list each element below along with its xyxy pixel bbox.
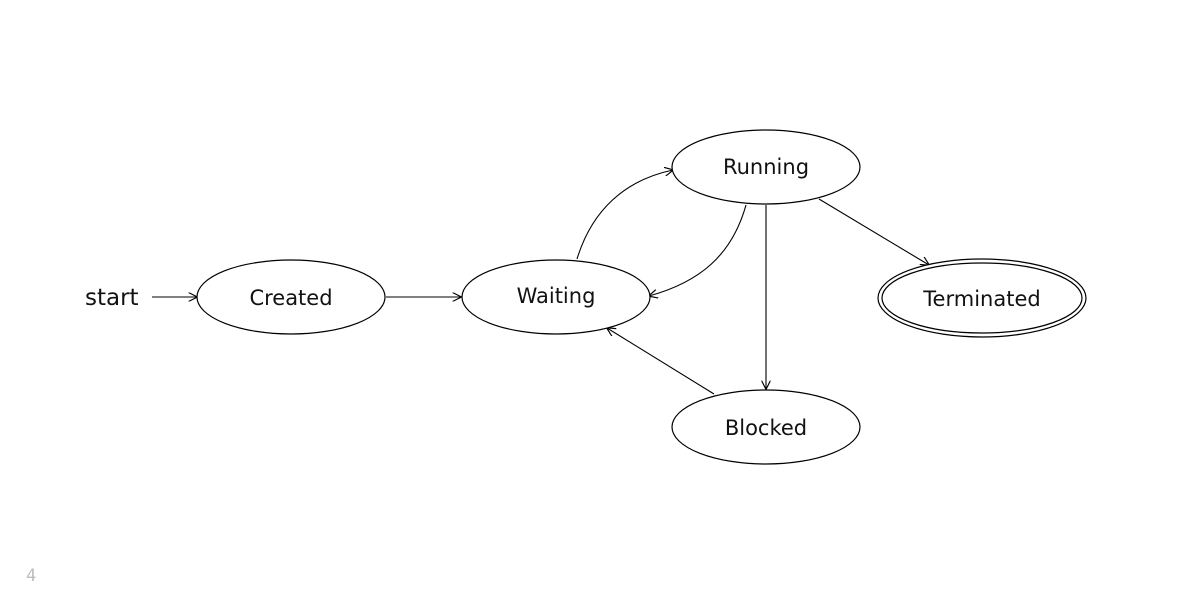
state-blocked: Blocked [671, 389, 861, 465]
state-running-label: Running [723, 155, 809, 179]
edge-running-to-waiting [649, 204, 747, 296]
edge-blocked-to-waiting [607, 328, 715, 395]
edge-waiting-to-running [576, 170, 673, 260]
state-created-label: Created [249, 286, 332, 310]
edge-running-to-terminated [818, 198, 929, 265]
state-waiting-label: Waiting [517, 284, 596, 308]
state-running: Running [671, 129, 861, 205]
state-created: Created [196, 259, 386, 335]
start-label: start [85, 285, 139, 311]
state-blocked-label: Blocked [725, 416, 807, 440]
state-terminated: Terminated [877, 258, 1087, 338]
page-number: 4 [26, 566, 37, 586]
state-waiting: Waiting [461, 259, 651, 335]
state-terminated-label: Terminated [922, 287, 1040, 311]
